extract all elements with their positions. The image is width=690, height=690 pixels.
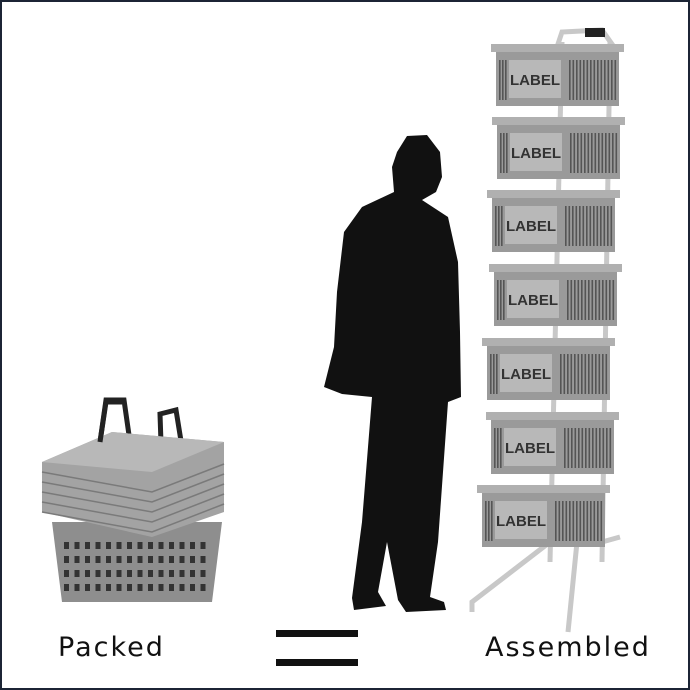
tower-basket: LABEL	[486, 412, 619, 474]
basket-label: LABEL	[501, 366, 551, 383]
tower-basket: LABEL	[482, 338, 615, 400]
tower-basket: LABEL	[489, 264, 622, 326]
basket-label: LABEL	[511, 145, 561, 162]
assembled-caption: Assembled	[485, 632, 651, 663]
equals-sign	[276, 630, 358, 666]
tower-basket: LABEL	[491, 44, 624, 106]
tower-basket: LABEL	[492, 117, 625, 179]
basket-vents	[64, 542, 206, 591]
tower-basket: LABEL	[477, 485, 610, 547]
packed-basket-stack	[41, 397, 225, 602]
rim-lines	[41, 463, 225, 533]
basket-label: LABEL	[510, 72, 560, 89]
tower-baskets: LABEL LABEL LABEL LABEL LABEL LABEL LABEL	[477, 44, 625, 547]
packed-caption: Packed	[58, 632, 165, 663]
rack-handle-grip	[585, 28, 605, 37]
basket-top	[42, 432, 224, 472]
basket-label: LABEL	[505, 440, 555, 457]
basket-label: LABEL	[508, 292, 558, 309]
basket-label: LABEL	[496, 513, 546, 530]
basket-label: LABEL	[506, 218, 556, 235]
person-silhouette	[324, 135, 461, 612]
tower-basket: LABEL	[487, 190, 620, 252]
